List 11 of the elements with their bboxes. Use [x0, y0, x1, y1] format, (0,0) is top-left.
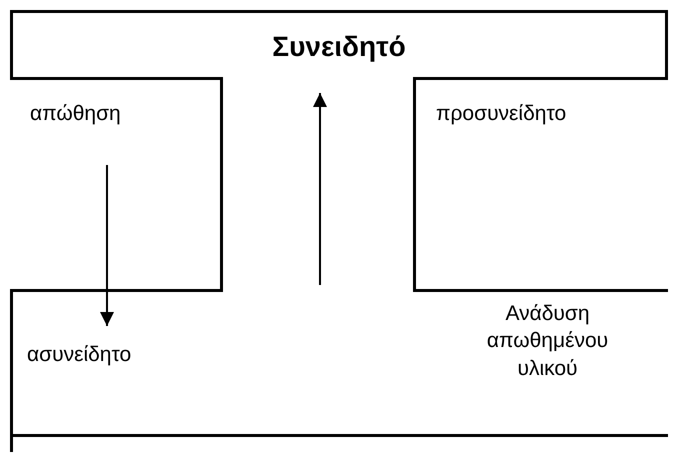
- preconscious-panel: [413, 77, 668, 292]
- repression-panel: [10, 77, 223, 292]
- arrow: [313, 93, 327, 285]
- conscious-box: [10, 10, 668, 80]
- unconscious-band: [10, 289, 668, 437]
- arrow: [100, 165, 114, 326]
- node-label: ασυνείδητο: [27, 342, 132, 368]
- node-label: απώθηση: [30, 101, 121, 127]
- annotation-text: Ανάδυση απωθημένου υλικού: [486, 301, 610, 382]
- node-label: προσυνείδητο: [436, 101, 566, 127]
- node-label: Συνειδητό: [272, 30, 406, 64]
